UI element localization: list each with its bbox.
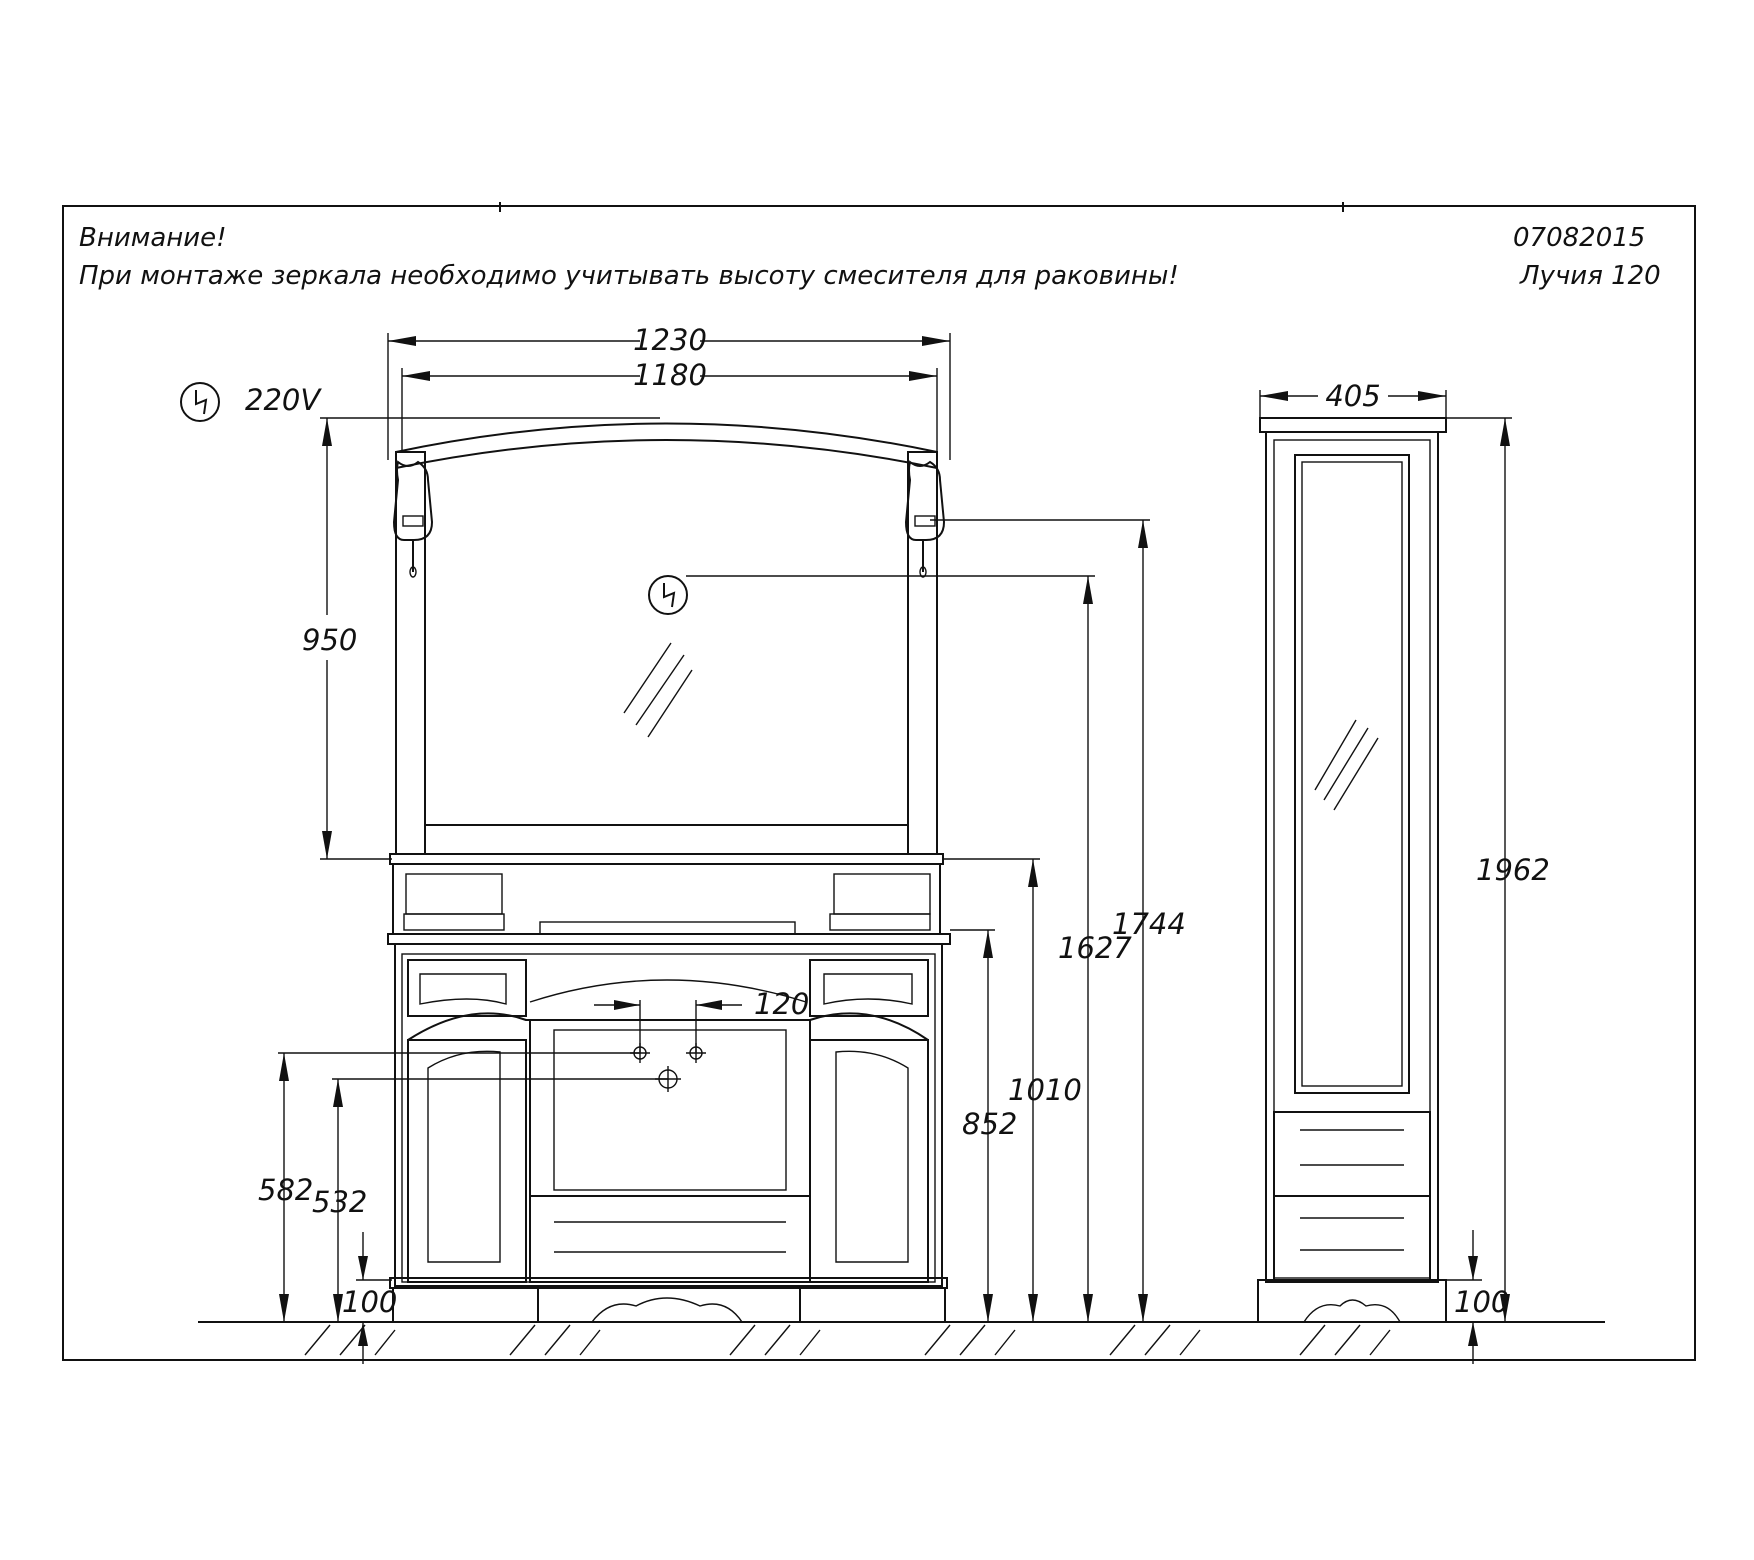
floor-line (198, 1321, 1605, 1356)
warning-text: При монтаже зеркала необходимо учитывать… (79, 261, 1179, 291)
dim-mirror-height (320, 417, 660, 860)
dim-pipe-height-1 (278, 1052, 640, 1322)
mirror-outlet-icon (648, 575, 688, 615)
dim-mirror-width-inner (401, 368, 938, 452)
dim-vanity-plinth (356, 1232, 392, 1364)
drawing-frame (62, 205, 1696, 1361)
sconce-lamp-right (904, 460, 946, 578)
dim-cabinet-width (1259, 390, 1447, 418)
dim-mirror-bottom-height (943, 858, 1040, 1322)
dim-cabinet-width-label: 405 (1325, 379, 1380, 413)
dim-cabinet-height-label: 1962 (1476, 853, 1550, 887)
voltage-label: 220V (245, 383, 322, 417)
dim-pipe-height-2 (332, 1078, 668, 1322)
dim-faucet-spacing (594, 1000, 742, 1053)
dim-cabinet-height (1446, 417, 1512, 1322)
sconce-lamp-left (392, 460, 434, 578)
dim-countertop-height-label: 852 (962, 1107, 1017, 1141)
warning-title: Внимание! (79, 223, 227, 253)
product-name: Лучия 120 (1519, 261, 1661, 291)
dim-vanity-plinth-label: 100 (342, 1285, 397, 1319)
doc-code: 07082015 (1513, 223, 1645, 253)
dim-outlet-height-label: 1627 (1058, 931, 1132, 965)
electric-outlet-icon (180, 382, 220, 422)
dim-cabinet-plinth (1446, 1230, 1482, 1364)
dim-pipe-height-2-label: 532 (312, 1185, 367, 1219)
dim-faucet-spacing-label: 120 (754, 987, 809, 1021)
dim-pipe-height-1-label: 582 (258, 1173, 313, 1207)
mirror (389, 422, 946, 865)
dim-countertop-height (950, 929, 995, 1322)
dim-mirror-width-outer-label: 1230 (633, 323, 707, 357)
dim-cabinet-plinth-label: 100 (1454, 1285, 1509, 1319)
dim-mirror-width-outer (387, 333, 951, 460)
vanity-cabinet (387, 863, 951, 1323)
dim-mirror-height-label: 950 (302, 623, 357, 657)
dim-lamp-height-label: 1744 (1112, 907, 1186, 941)
dim-lamp-height (930, 519, 1150, 1322)
tall-cabinet (1257, 417, 1447, 1323)
dim-mirror-bottom-height-label: 1010 (1008, 1073, 1082, 1107)
dim-outlet-height (686, 575, 1095, 1322)
dim-mirror-width-inner-label: 1180 (633, 358, 707, 392)
